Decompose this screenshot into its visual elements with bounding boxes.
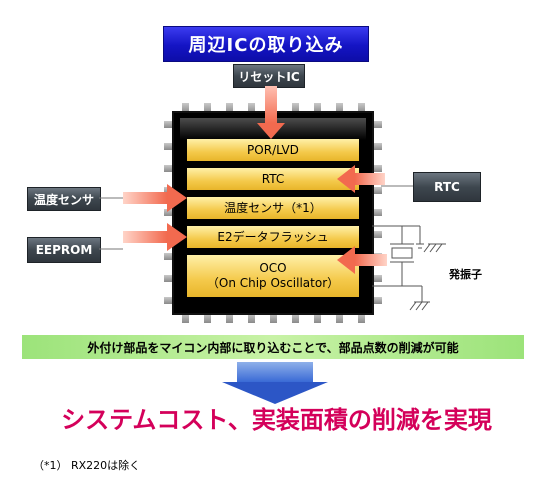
chip-pin xyxy=(164,120,174,128)
block-temp-sensor-label: 温度センサ（*1） xyxy=(224,200,322,215)
result-arrow-stem xyxy=(237,362,313,382)
arrow-oscillator xyxy=(337,246,387,274)
block-por-lvd: POR/LVD xyxy=(187,139,359,161)
chip-pin xyxy=(357,313,365,323)
oscillator-label: 発振子 xyxy=(449,268,482,281)
chip-pin xyxy=(372,274,382,282)
chip-pin xyxy=(372,164,382,172)
result-arrow-head xyxy=(222,382,328,404)
block-e2-flash: E2データフラッシュ xyxy=(187,226,359,248)
block-oco-label: OCO xyxy=(259,261,287,275)
external-reset-ic-label: リセットIC xyxy=(238,69,300,84)
footnote: （*1） RX220は除く xyxy=(33,459,141,472)
chip-pin xyxy=(164,274,174,282)
block-por-lvd-label: POR/LVD xyxy=(247,142,299,157)
block-oco-sublabel: （On Chip Oscillator） xyxy=(206,276,340,290)
chip-pin xyxy=(203,313,211,323)
chip-pin xyxy=(225,103,233,113)
external-rtc-label: RTC xyxy=(434,180,460,194)
chip-pin xyxy=(247,103,255,113)
result-slogan: システムコスト、実装面積の削減を実現 xyxy=(61,406,492,434)
external-rtc: RTC xyxy=(413,172,481,202)
arrow-rtc xyxy=(337,165,413,193)
chip-pin xyxy=(372,186,382,194)
chip-pin xyxy=(372,208,382,216)
external-reset-ic: リセットIC xyxy=(233,64,305,88)
block-rtc: RTC xyxy=(187,168,359,190)
benefit-text: 外付け部品をマイコン内部に取り込むことで、部品点数の削減が可能 xyxy=(87,340,459,355)
chip-pin xyxy=(372,230,382,238)
ground-symbols xyxy=(409,243,446,311)
chip-pin xyxy=(164,296,174,304)
external-temp-sensor: 温度センサ xyxy=(27,187,101,211)
arrow-eeprom xyxy=(99,223,187,251)
external-temp-sensor-label: 温度センサ xyxy=(33,192,94,207)
chip-pin xyxy=(164,252,174,260)
arrow-temp-sensor xyxy=(99,184,187,212)
block-oco: OCO （On Chip Oscillator） xyxy=(187,255,359,297)
block-rtc-label: RTC xyxy=(261,171,285,186)
chip-pin xyxy=(291,313,299,323)
chip-pin xyxy=(225,313,233,323)
chip-pin xyxy=(269,313,277,323)
benefit-banner: 外付け部品をマイコン内部に取り込むことで、部品点数の削減が可能 xyxy=(22,335,524,359)
chip-pin xyxy=(164,164,174,172)
chip-pin xyxy=(372,120,382,128)
chip-pin xyxy=(181,313,189,323)
chip-pin xyxy=(247,313,255,323)
block-temp-sensor: 温度センサ（*1） xyxy=(187,197,359,219)
arrow-reset-ic xyxy=(257,86,285,139)
chip-pin xyxy=(335,313,343,323)
chip-pin xyxy=(313,103,321,113)
external-eeprom: EEPROM xyxy=(27,237,101,263)
chip-pin xyxy=(357,103,365,113)
diagram-title: 周辺ICの取り込み xyxy=(163,26,369,62)
chip-pin xyxy=(181,103,189,113)
chip-pin xyxy=(372,296,382,304)
chip-pin xyxy=(164,142,174,150)
chip-pin xyxy=(203,103,211,113)
chip-pin xyxy=(335,103,343,113)
chip-pin xyxy=(164,208,174,216)
chip-pin xyxy=(291,103,299,113)
chip-pin xyxy=(372,142,382,150)
chip-pin xyxy=(313,313,321,323)
oscillator-circuit xyxy=(372,225,430,303)
external-eeprom-label: EEPROM xyxy=(35,243,93,257)
block-e2-flash-label: E2データフラッシュ xyxy=(217,229,329,244)
